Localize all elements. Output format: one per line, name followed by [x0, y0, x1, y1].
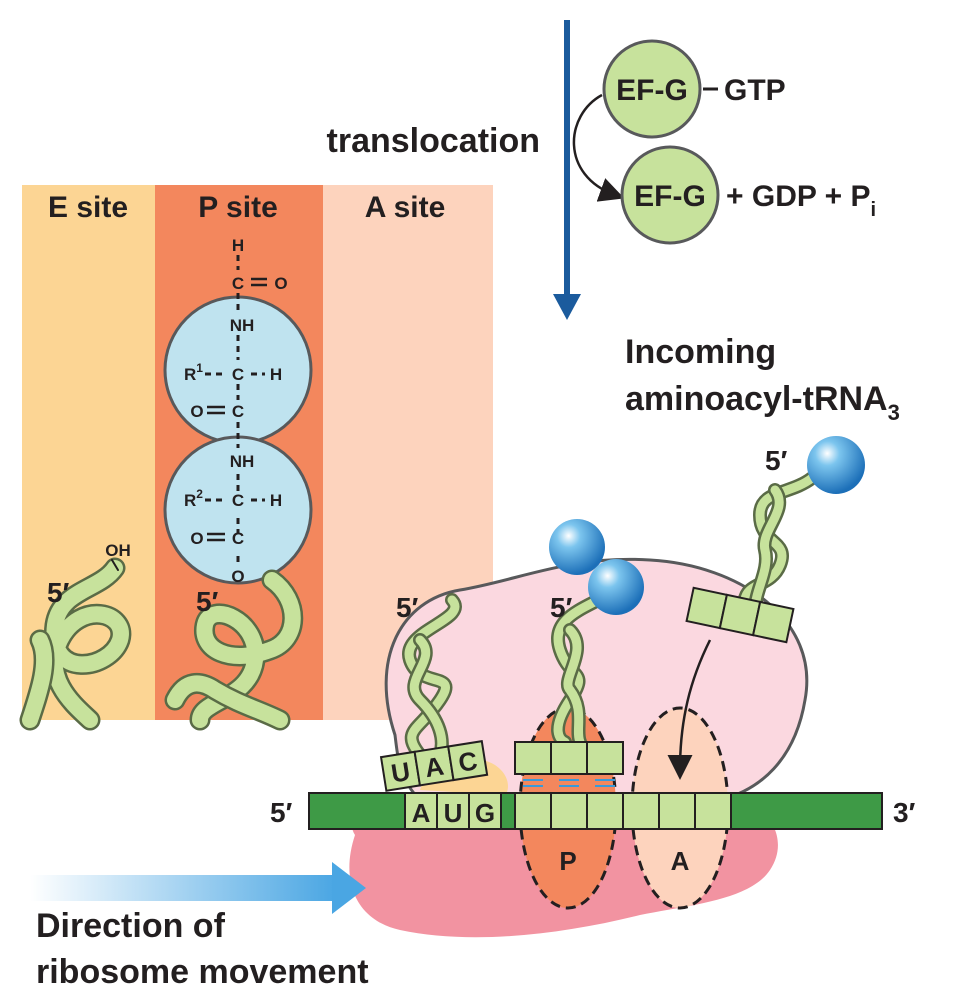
ef-g-gdp-circle — [620, 145, 720, 245]
movement-label-line2: ribosome movement — [36, 953, 369, 991]
incoming-label-line2: aminoacyl-tRNA3 — [625, 380, 900, 425]
atom-c-alpha-2: C — [232, 491, 244, 510]
anticodon-base-3: C — [456, 745, 479, 778]
translocation-label: translocation — [327, 122, 540, 160]
incoming-entry-arrow — [667, 639, 712, 780]
incoming-anticodon — [685, 586, 795, 644]
atom-c-carbonyl-2: C — [232, 402, 244, 421]
p-site-trna-5prime: 5′ — [196, 586, 219, 617]
incoming-label-line1: Incoming — [625, 333, 776, 371]
ef-g-gtp-label: EF-G — [616, 74, 688, 107]
mrna-3prime: 3′ — [893, 797, 916, 828]
ef-g-gdp-label: EF-G — [634, 180, 706, 213]
atom-h-top: H — [232, 236, 244, 255]
atom-o-ester: O — [231, 567, 244, 586]
double-bonds — [207, 277, 267, 542]
incoming-amino-sphere — [807, 436, 865, 494]
atom-h-alpha-1: H — [270, 365, 282, 384]
atom-nh-1: NH — [230, 316, 255, 335]
a-site-ribosome-label: A — [671, 846, 690, 876]
atom-c-alpha-1: C — [232, 365, 244, 384]
atom-r1: R1 — [184, 361, 203, 384]
peptide-chain: H C O NH R1 C H O C NH R2 C H O C O — [163, 236, 313, 586]
ef-g-cycle-arrow — [572, 93, 625, 202]
movement-label-line1: Direction of — [36, 907, 226, 945]
hydroxyl-label: OH — [105, 541, 131, 560]
trna-p-site-left — [164, 569, 304, 731]
incoming-trna-5prime: 5′ — [765, 445, 788, 476]
codon-base-2: U — [444, 798, 463, 828]
p-trna-amino-sphere-2 — [588, 559, 644, 615]
atom-o-carbonyl-1: O — [274, 274, 287, 293]
atom-r2: R2 — [184, 487, 203, 510]
e-site-label: E site — [48, 191, 128, 224]
codon-base-3: G — [475, 798, 495, 828]
mrna: A U G 5′ 3′ — [270, 792, 916, 830]
anticodon-e: U A C — [379, 740, 489, 792]
atom-o-carbonyl-2: O — [190, 402, 203, 421]
mrna-5prime: 5′ — [270, 797, 293, 828]
p-trna-anticodon — [514, 741, 624, 775]
trna-p-site-ribosome — [551, 591, 609, 749]
codon-base-1: A — [412, 798, 431, 828]
trna-exiting — [402, 593, 462, 762]
atom-h-alpha-2: H — [270, 491, 282, 510]
gtp-label: GTP — [724, 74, 786, 107]
atom-c-carbonyl-3: C — [232, 529, 244, 548]
ef-g-gtp-circle — [602, 39, 702, 139]
anticodon-base-2: A — [423, 751, 446, 784]
a-site-label: A site — [365, 191, 446, 224]
gdp-pi-label: + GDP + Pi — [726, 180, 876, 221]
base-pair-ticks — [523, 779, 615, 787]
atom-nh-2: NH — [230, 452, 255, 471]
movement-arrow — [30, 862, 366, 914]
translocation-arrow — [553, 20, 581, 320]
trna-e-site — [19, 557, 132, 731]
trna-incoming — [737, 471, 819, 617]
exiting-trna-5prime: 5′ — [396, 592, 419, 623]
e-site-trna-5prime: 5′ — [47, 577, 70, 608]
backbone-bonds — [205, 255, 265, 566]
p-site-label: P site — [198, 191, 278, 224]
mrna-codon-boxes — [404, 792, 732, 830]
anticodon-base-1: U — [389, 756, 412, 789]
atom-o-carbonyl-3: O — [190, 529, 203, 548]
p-trna-amino-sphere-1 — [549, 519, 605, 575]
atom-c-carbonyl-1: C — [232, 274, 244, 293]
p-site-ribosome-label: P — [559, 846, 576, 876]
p-trna-5prime: 5′ — [550, 592, 573, 623]
